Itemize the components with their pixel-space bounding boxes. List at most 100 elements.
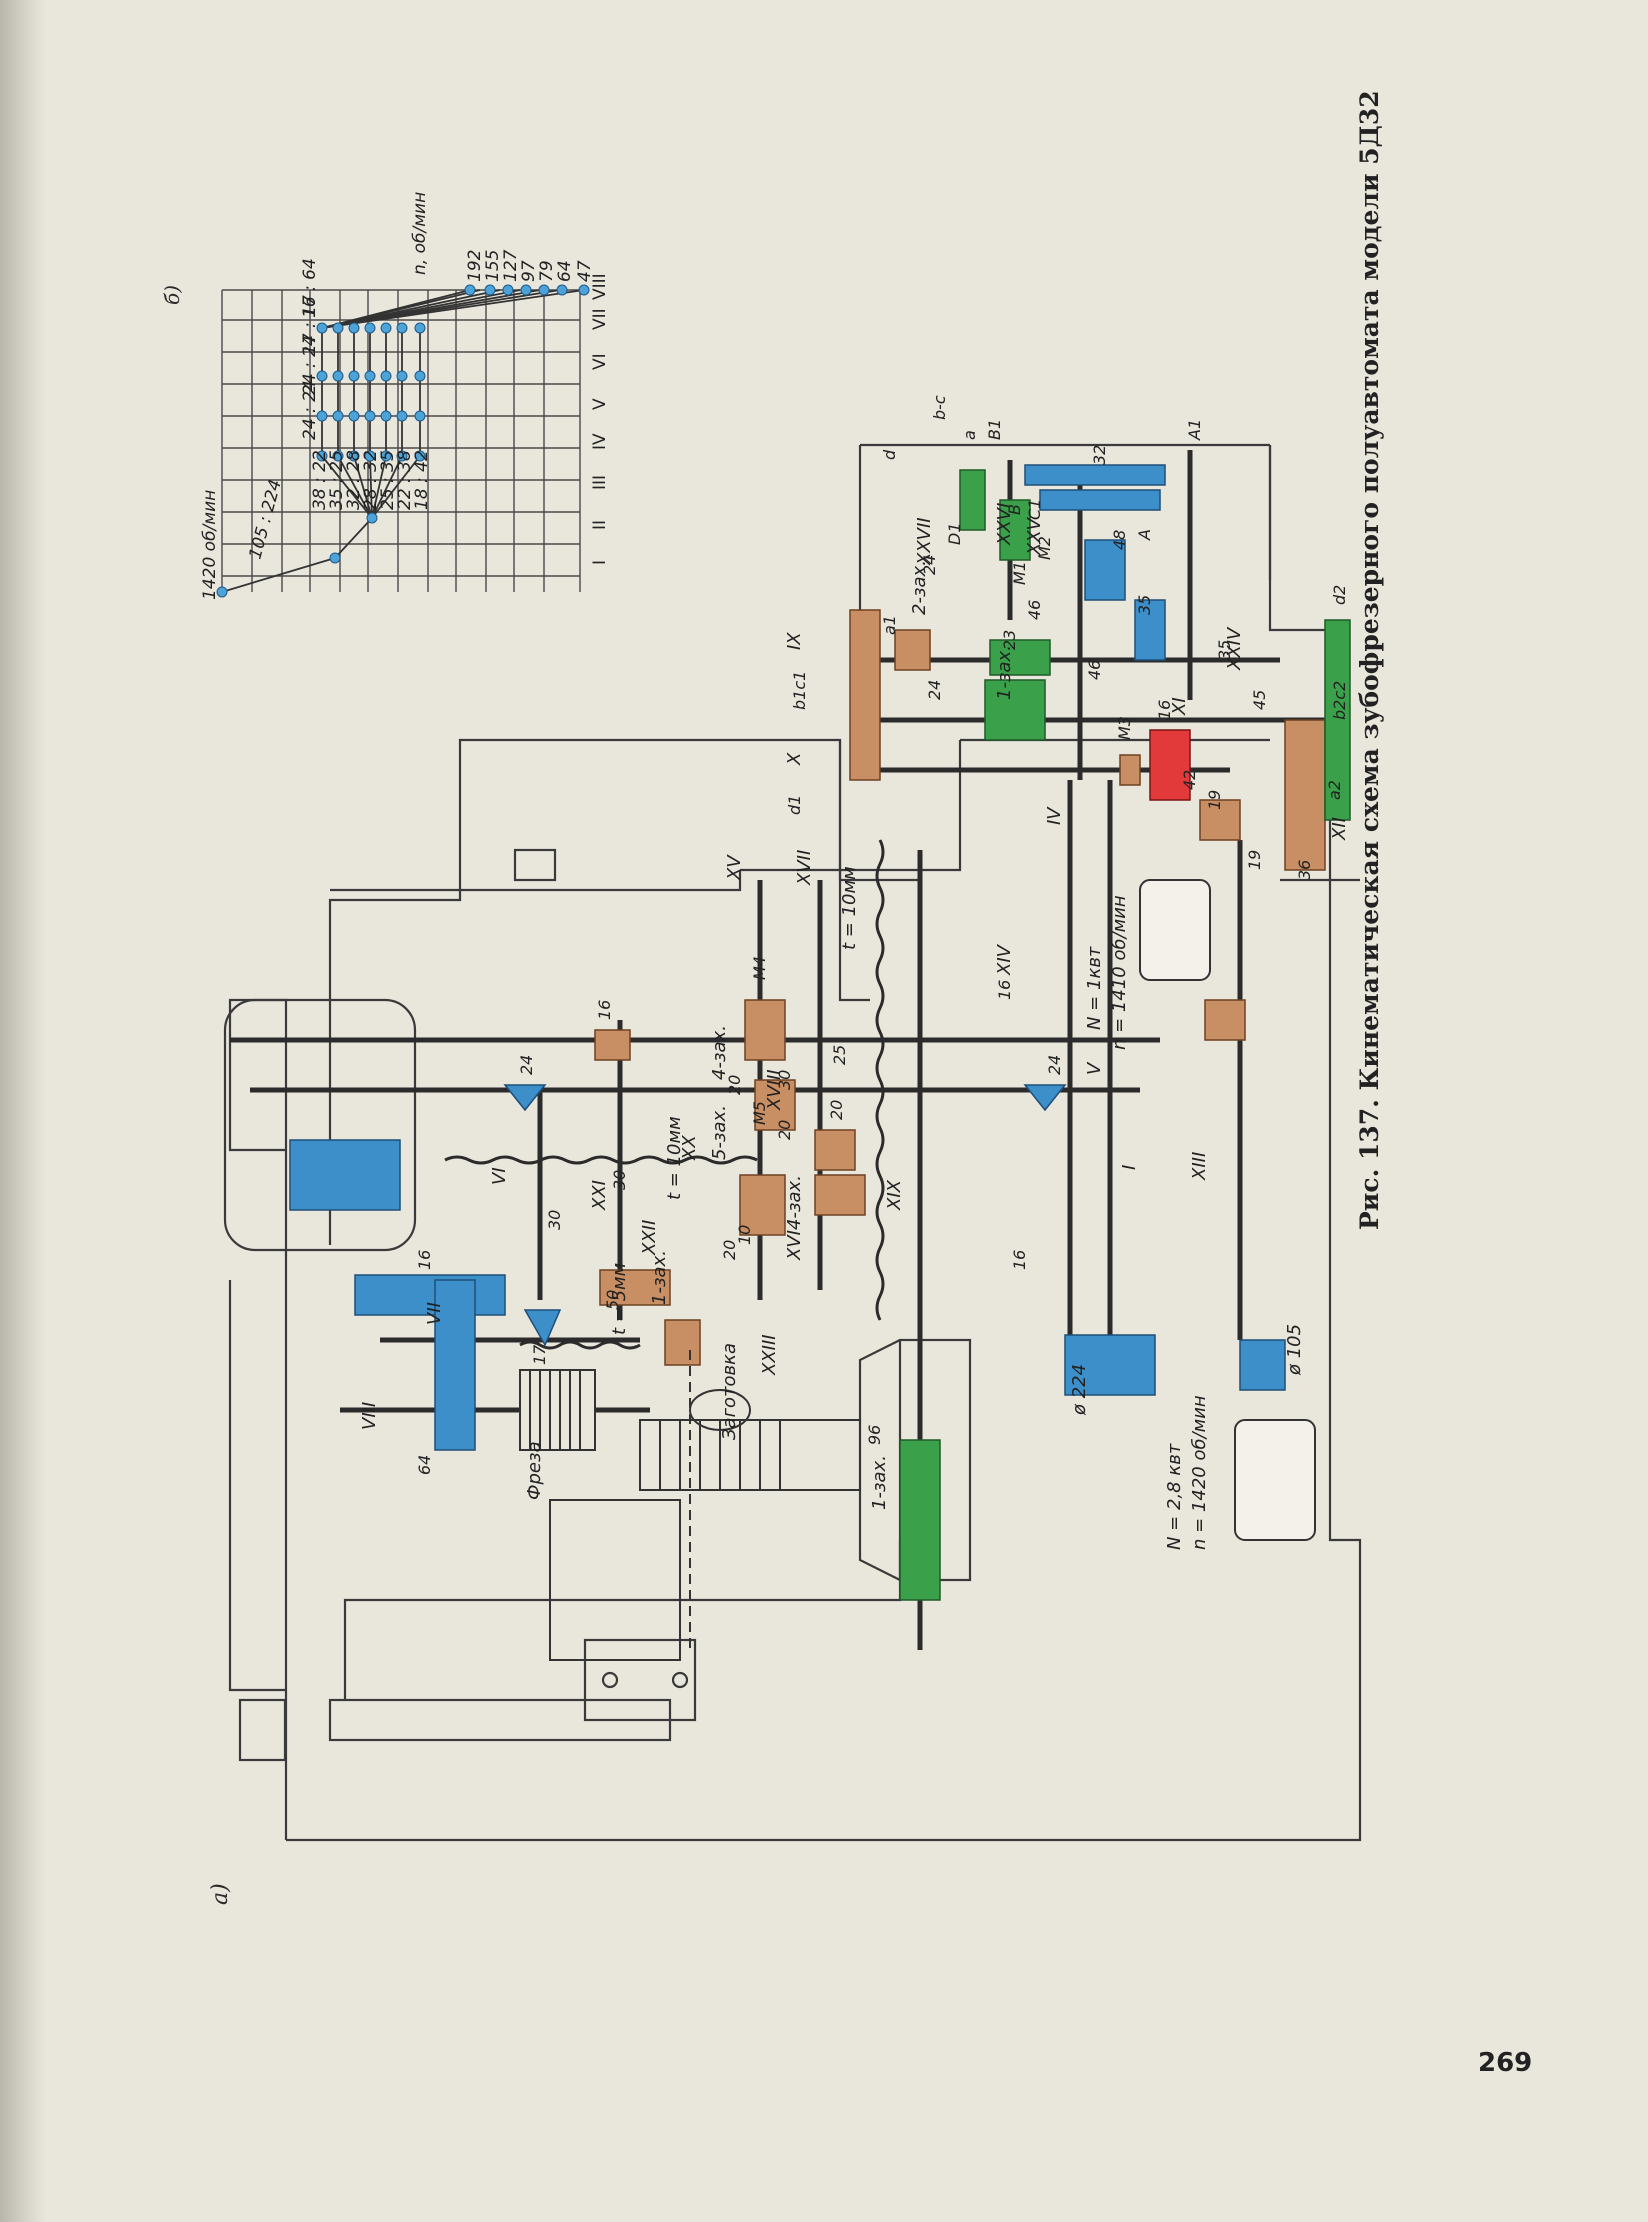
gear-letter-7: A1 [1185,419,1204,441]
chart-labels: 1420 об/мин n, об/мин 105 : 224 38 : 22 … [200,192,610,600]
gear-letter-0: a1 [880,615,899,635]
gear-letter-9: A [1135,529,1154,541]
chart-speed-2: 127 [501,249,521,282]
pulley-224 [1064,1334,1156,1396]
gear-letter-labels: a1 b1c1 d1 d b-c a B1 A1 B A D1 C1 M1 M2… [750,395,1349,1125]
gear-num-33: 24 [925,680,944,700]
gear-num-22: 32 [1090,445,1109,465]
gear-letter-3: d [880,449,899,460]
gear-num-25: 35 [1215,640,1234,660]
gear-a1-blue [1024,464,1166,486]
motor-aux-speed: n = 1410 об/мин [1109,895,1130,1050]
motor-aux [1139,879,1211,981]
shaft-XI: XI [1169,697,1190,716]
shaft-XIV: XIV [994,943,1015,976]
gear-num-12: 30 [610,1170,629,1190]
gear-num-0: 16 [595,1000,614,1020]
shaft-I: I [1119,1165,1140,1170]
gear-35 [1134,599,1166,661]
gear-letter-13: M2 [1035,536,1054,560]
shaft-XXV: XXV [1024,516,1045,556]
gear-letter-5: a [960,430,979,440]
shaft-VIII: VIII [359,1402,380,1430]
chart-shaft-6: VII [590,308,610,330]
gear-letter-4: b-c [930,395,949,420]
shaft-XX: XX [679,1135,700,1161]
red-gears [1149,729,1191,801]
shaft-V: V [1084,1061,1105,1075]
book-binding-shadow [0,0,46,2222]
workpiece-label: Заготовка [719,1343,740,1440]
chart-ratio-4: 25 : 35 [378,450,398,510]
gear-b1-blue [1039,489,1161,511]
orange-gears [594,609,1326,1366]
gear-red-16-42 [1149,729,1191,801]
gear-letter-8: B [1005,504,1024,515]
gear-letter-10: D1 [945,523,964,546]
chart-top-ratio-2: 17 : 17 [300,295,320,355]
chart-shaft-3: IV [590,433,610,450]
shaft-XXVI: XXVI [994,503,1015,546]
chart-speed-6: 47 [575,260,595,282]
gear-num-29: 45 [1250,690,1269,710]
shaft-XVII: XVII [794,850,815,886]
gear-letter-18: b2c2 [1330,681,1349,720]
chart-top-ratio-1: 24 : 24 [300,335,320,395]
chart-top-ratio-0: 24 : 24 [300,380,320,440]
gear-num-16: 30 [545,1210,564,1230]
gear-num-3: 16 [995,980,1014,1000]
worm-label-0: 1-зах. [869,1455,890,1510]
gear-num-20: 46 [1025,600,1044,620]
chart-speed-0: 192 [465,250,485,282]
gear-num-8: 20 [827,1100,846,1120]
chart-ratio-2: 32 : 28 [344,450,364,510]
gear-num-6: 20 [775,1120,794,1140]
worm-wheel-96 [899,1439,941,1601]
lead-screws [444,839,885,1350]
gear-num-30: 19 [1205,790,1224,810]
gear-letter-19: a2 [1325,780,1344,800]
chart-shaft-2: III [590,475,610,490]
tool-label: Фреза [524,1441,545,1500]
shaft-XXI: XXI [589,1180,610,1211]
chart-ratio-5: 22 : 38 [395,450,415,510]
chart-shaft-1: II [590,520,610,530]
shaft-XIII: XIII [1189,1152,1210,1181]
gear-num-27: 16 [1155,700,1174,720]
figure-caption: Рис. 137. Кинематическая схема зубофрезе… [1355,90,1384,1230]
shaft-XXIV: XXIV [1224,626,1245,671]
gear-num-17: 50 [603,1290,622,1310]
chart-shaft-4: V [590,398,610,410]
gear-num-26: 46 [1085,660,1104,680]
chart-ratio-6: 18 : 42 [412,450,432,510]
workpiece-column [549,1350,861,1661]
chart-top-ratio-3: 16 : 64 [300,258,320,318]
chart-speed-1: 155 [483,250,503,282]
chart-ratio-1: 35 : 25 [327,450,347,510]
chart-top-label: 1420 об/мин [200,490,220,600]
worm-label-1: 1-зах. [649,1250,670,1305]
blue-gears [289,464,1286,1451]
gear-letter-11: C1 [1025,499,1044,520]
chart-speed-4: 79 [537,260,557,282]
chart-shaft-0: I [590,560,610,565]
motor-main-power: N = 2,8 квт [1164,1443,1185,1550]
gear-letter-12: M1 [1010,561,1029,585]
chart-speed-3: 97 [519,260,539,282]
hob-gear-16 [434,1279,476,1451]
shaft-XIX: XIX [884,1179,905,1211]
hydraulic-cylinder [289,1139,401,1211]
gear-num-32: 36 [1295,860,1314,880]
chart-shaft-7: VIII [590,273,610,300]
chart-rays [221,289,585,593]
worm-label-6: 1-зах. [994,645,1015,700]
motor-aux-power: N = 1квт [1084,946,1105,1030]
shaft-XVI: XVI [784,1230,805,1261]
gear-num-24: 35 [1135,595,1154,615]
gear-num-14: 16 [415,1250,434,1270]
lead-label-0: t = 10мм [839,866,860,950]
gear-num-1: 24 [517,1055,536,1075]
green-gears [899,469,1351,1601]
gear-letter-15: M4 [750,956,769,980]
gear-num-9: 25 [830,1045,849,1065]
